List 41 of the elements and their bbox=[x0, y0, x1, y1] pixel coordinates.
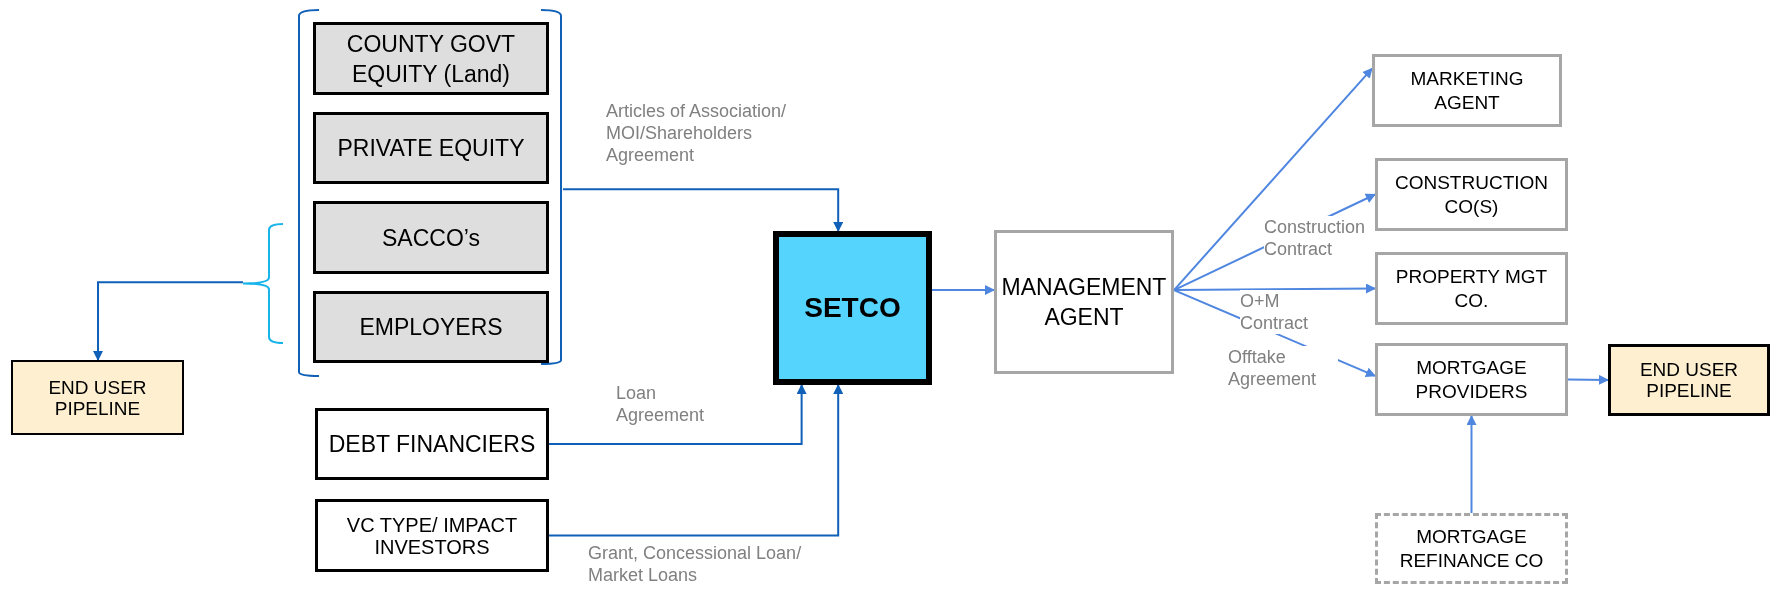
funder-box bbox=[315, 499, 549, 572]
arrow bbox=[562, 188, 844, 232]
curly-brace bbox=[243, 222, 283, 345]
arrow bbox=[1173, 67, 1373, 292]
partner-box bbox=[1375, 343, 1568, 416]
box-label: END USER PIPELINE bbox=[47, 376, 148, 419]
equity-box bbox=[313, 201, 549, 274]
arrow bbox=[548, 384, 844, 537]
arrow bbox=[548, 384, 807, 445]
arrow bbox=[93, 281, 244, 361]
box-label: SETCO bbox=[804, 291, 901, 325]
central-entity-box bbox=[773, 231, 932, 385]
box-label: MANAGEMENT AGENT bbox=[1001, 273, 1167, 332]
equity-box bbox=[313, 291, 549, 363]
arrow bbox=[931, 285, 995, 296]
partner-box bbox=[1372, 54, 1562, 127]
arrow bbox=[1567, 374, 1609, 385]
pipeline-box bbox=[11, 360, 184, 435]
box-label: PRIVATE EQUITY bbox=[337, 134, 525, 163]
box-label: PROPERTY MGT CO. bbox=[1394, 264, 1549, 313]
box-label: MORTGAGE REFINANCE CO bbox=[1398, 524, 1545, 573]
box-label: CONSTRUCTION CO(S) bbox=[1393, 170, 1550, 219]
agent-box bbox=[994, 230, 1174, 374]
box-label: DEBT FINANCIERS bbox=[328, 430, 536, 459]
box-label: SACCO’s bbox=[382, 223, 480, 253]
box-label: MORTGAGE PROVIDERS bbox=[1414, 355, 1529, 404]
equity-box bbox=[313, 112, 549, 184]
box-label: END USER PIPELINE bbox=[1638, 359, 1740, 401]
box-label: EMPLOYERS bbox=[359, 313, 503, 342]
funder-box bbox=[315, 408, 549, 480]
box-label: COUNTY GOVT EQUITY (Land) bbox=[345, 29, 517, 89]
arrow bbox=[1173, 283, 1376, 294]
partner-box bbox=[1375, 252, 1568, 325]
box-label: MARKETING AGENT bbox=[1409, 66, 1525, 115]
partner-box bbox=[1375, 158, 1568, 231]
arrow bbox=[1466, 415, 1477, 514]
partner-box bbox=[1375, 513, 1568, 584]
edge-label: Offtake Agreement bbox=[1228, 346, 1338, 390]
box-label: VC TYPE/ IMPACT INVESTORS bbox=[345, 513, 519, 558]
equity-box bbox=[313, 22, 549, 95]
pipeline-box bbox=[1608, 344, 1770, 416]
